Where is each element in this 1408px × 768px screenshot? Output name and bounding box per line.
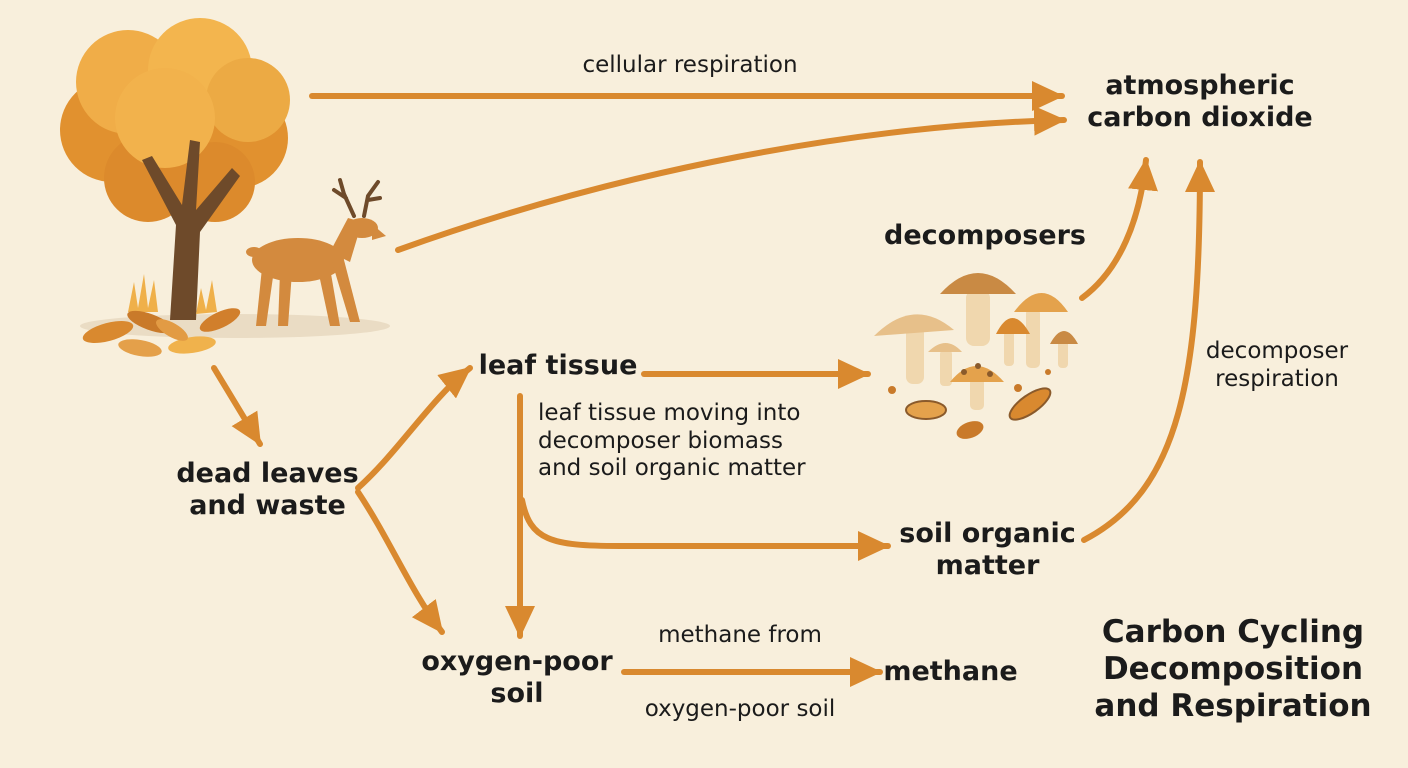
- microbes-icon: [888, 369, 1052, 439]
- arrow-decomposers-to-atmosphere: [1079, 157, 1158, 301]
- diagram-title: Carbon Cycling Decomposition and Respira…: [1094, 614, 1372, 725]
- methane-label: methane: [883, 656, 1018, 687]
- arrow-soil-organic-matter-to-atmosphere: [1081, 159, 1215, 543]
- soil-organic-matter-label: soil organic matter: [899, 518, 1076, 582]
- oxygen-poor-soil-label: oxygen-poor soil: [421, 646, 613, 710]
- atmospheric-carbon-dioxide-label: atmospheric carbon dioxide: [1087, 70, 1313, 134]
- tree-icon: [60, 18, 290, 320]
- arrow-dead-leaves-to-leaf-tissue: [355, 365, 473, 491]
- leaf-tissue-label: leaf tissue: [478, 350, 638, 381]
- cellular-respiration-label: cellular respiration: [582, 52, 798, 78]
- deer-icon: [246, 178, 386, 326]
- arrow-leaf-tissue-to-soil-organic-matter: [519, 497, 891, 561]
- oxygen-poor-soil-edge-label: oxygen-poor soil: [644, 696, 836, 722]
- methane-from-label: methane from: [658, 622, 822, 648]
- leaf-tissue-moving-label: leaf tissue moving into decomposer bioma…: [538, 400, 806, 482]
- decomposers-label: decomposers: [884, 220, 1086, 251]
- arrow-deer-to-atmosphere: [395, 105, 1067, 253]
- fallen-leaves-icon: [82, 308, 241, 357]
- mushrooms-icon: [874, 273, 1078, 410]
- dead-leaves-and-waste-label: dead leaves and waste: [176, 458, 359, 522]
- arrow-organisms-to-dead-leaves: [211, 365, 263, 447]
- decomposer-respiration-label: decomposer respiration: [1205, 338, 1349, 392]
- arrow-dead-leaves-to-oxygen-poor-soil: [355, 489, 445, 635]
